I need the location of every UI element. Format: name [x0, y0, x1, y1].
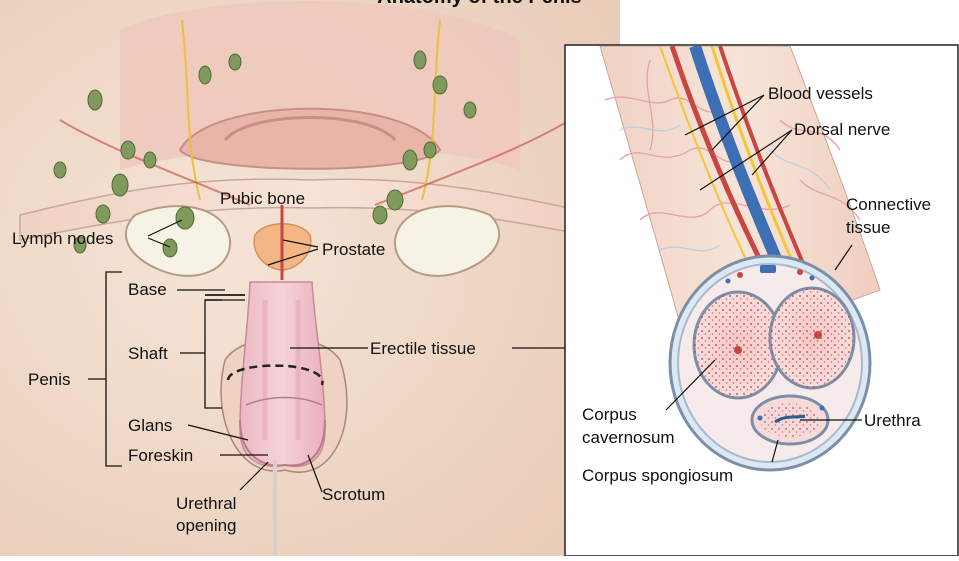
label-urethral-opening-line2: opening	[176, 516, 237, 535]
label-urethral-opening-line1: Urethral	[176, 494, 236, 513]
label-corpus-spongiosum: Corpus spongiosum	[582, 466, 733, 485]
label-connective-tissue-line1: Connective	[846, 195, 931, 214]
label-lymph-nodes: Lymph nodes	[12, 229, 113, 248]
label-blood-vessels: Blood vessels	[768, 84, 873, 103]
label-scrotum: Scrotum	[322, 485, 385, 504]
label-dorsal-nerve: Dorsal nerve	[794, 120, 890, 139]
label-prostate: Prostate	[322, 240, 385, 259]
label-foreskin: Foreskin	[128, 446, 193, 465]
label-glans: Glans	[128, 416, 172, 435]
penis-shape	[240, 282, 325, 466]
label-corpus-cavernosum-line2: cavernosum	[582, 428, 675, 447]
label-pubic-bone: Pubic bone	[220, 189, 305, 208]
left-anatomy-panel	[0, 0, 620, 556]
label-erectile-tissue: Erectile tissue	[370, 339, 476, 358]
label-urethra: Urethra	[864, 411, 921, 430]
label-shaft: Shaft	[128, 344, 168, 363]
label-base: Base	[128, 280, 167, 299]
diagram-title: Anatomy of the Penis	[0, 0, 959, 9]
label-connective-tissue-line2: tissue	[846, 218, 890, 237]
label-corpus-cavernosum-line1: Corpus	[582, 405, 637, 424]
label-penis: Penis	[28, 370, 71, 389]
